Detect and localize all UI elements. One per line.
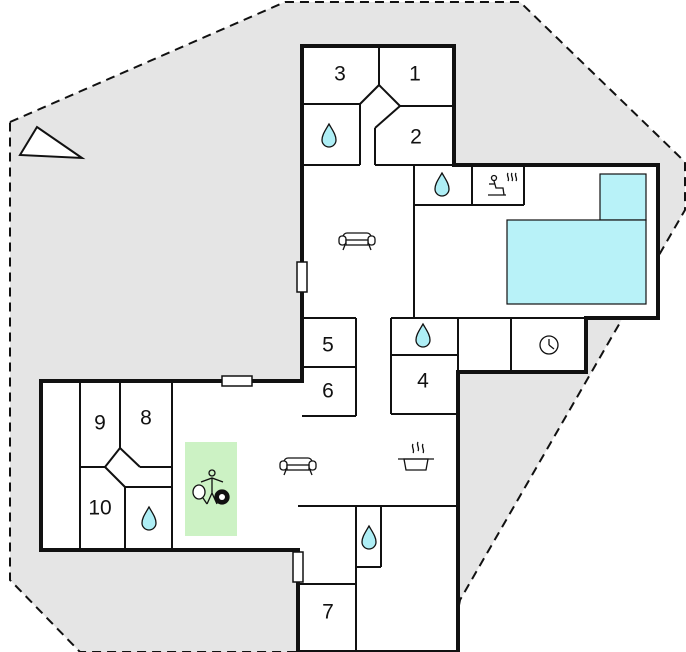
room-label-7: 7: [322, 601, 334, 624]
cooking-pot-icon: [398, 441, 434, 471]
pool-icon: [506, 173, 647, 305]
room-label-10: 10: [88, 497, 111, 520]
room-label-5: 5: [322, 334, 334, 357]
north-arrow-icon: [18, 125, 86, 160]
windows: [221, 261, 308, 583]
sauna-icon: [488, 172, 518, 196]
room-label-4: 4: [417, 370, 429, 393]
room-label-6: 6: [322, 380, 334, 403]
table-tennis-billiard-icon: [192, 469, 230, 505]
room-label-3: 3: [334, 63, 346, 86]
room-label-2: 2: [410, 126, 422, 149]
window-south-west: [292, 551, 304, 583]
room-label-9: 9: [94, 412, 106, 435]
game-area: [185, 442, 237, 536]
room-label-1: 1: [409, 63, 421, 86]
clock-icon: [539, 335, 559, 355]
window-north-west-wing: [221, 375, 253, 387]
window-east-hall: [296, 261, 308, 293]
room-label-8: 8: [140, 407, 152, 430]
interior-walls: [79, 46, 586, 652]
